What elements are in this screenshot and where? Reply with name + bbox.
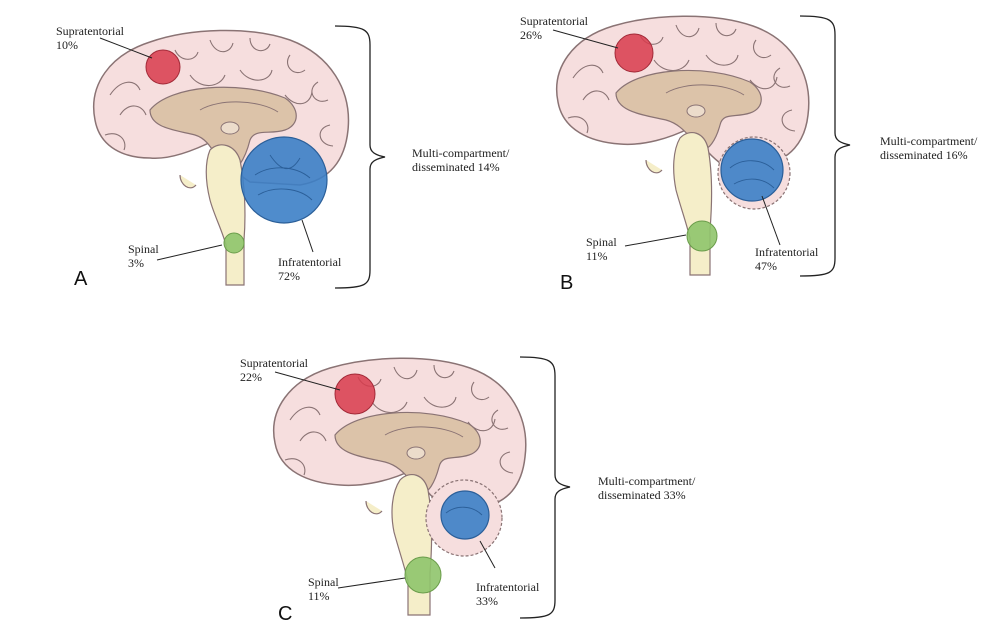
bracket [334, 25, 386, 289]
spinal-tumor [223, 232, 245, 254]
supratentorial-tumor [334, 373, 376, 415]
supratentorial-tumor [614, 33, 654, 73]
brainstem [673, 131, 713, 276]
panel-letter: C [278, 603, 293, 625]
spinal-tumor [404, 556, 442, 594]
multi-compartment-label: Multi-compartment/disseminated 33% [598, 474, 696, 502]
infratentorial-tumor [440, 490, 490, 540]
brain-illustration-b [552, 15, 851, 277]
brainstem [391, 473, 433, 616]
multi-compartment-label: Multi-compartment/disseminated 14% [412, 146, 510, 174]
gyri-lines [104, 37, 334, 151]
bracket [799, 15, 851, 277]
spinal-tumor [686, 220, 718, 252]
bracket [519, 356, 571, 619]
infratentorial-tumor [720, 138, 784, 202]
brainstem [205, 144, 246, 286]
brain-illustration-c [273, 356, 571, 619]
brain-illustration-a [93, 25, 386, 289]
gyri-lines [284, 364, 514, 476]
multi-compartment-label: Multi-compartment/disseminated 16% [880, 134, 978, 162]
panel-letter: B [560, 272, 574, 294]
supratentorial-tumor [145, 49, 181, 85]
panel-letter: A [74, 268, 88, 290]
infratentorial-tumor [240, 136, 328, 224]
